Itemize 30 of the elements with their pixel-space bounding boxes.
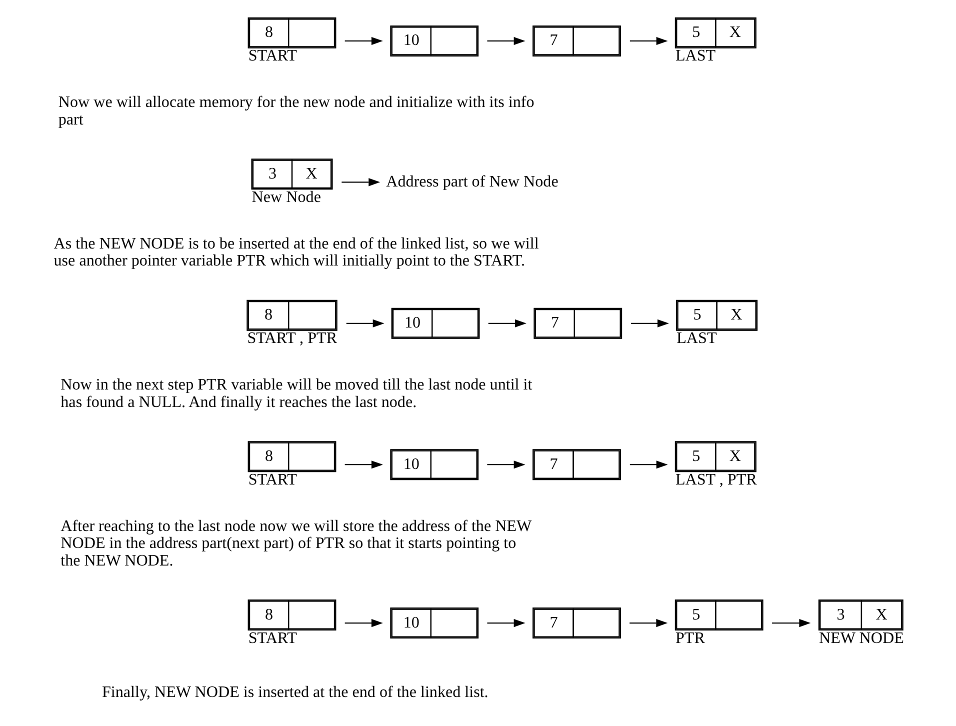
node-label: LAST , PTR (675, 471, 757, 488)
arrow (630, 36, 668, 45)
node-label: LAST (675, 48, 716, 65)
node-label: New Node (252, 188, 321, 206)
label: As the NEW NODE is to be inserted at the end of the linked list, so we will use another pointer variable PTR which will initially point to the START. (54, 235, 539, 270)
arrow (487, 460, 526, 469)
node-label: START (248, 471, 298, 488)
arrow (630, 460, 668, 469)
node-text: Address part of New Node (386, 173, 558, 190)
node-label: LAST (676, 330, 717, 348)
node-label: PTR (675, 630, 705, 647)
arrow (631, 319, 669, 328)
label: After reaching to the last node now we will store the address of the NEW NODE in the address part(next part) of PTR so that it starts pointing to the NEW NODE. (60, 518, 532, 570)
node-label: START (248, 630, 298, 647)
label: Now we will allocate memory for the new node and initialize with its info part (58, 94, 534, 128)
arrow (488, 319, 526, 328)
arrow (344, 619, 383, 628)
arrow (487, 36, 526, 45)
arrow (487, 619, 526, 628)
arrow (772, 619, 811, 628)
node-label: NEW NODE (818, 630, 904, 647)
arrow (344, 36, 383, 45)
arrow (346, 319, 384, 328)
label: Finally, NEW NODE is inserted at the end of the linked list. (102, 684, 488, 701)
label: Now in the next step PTR variable will be moved till the last node until it has found a NULL. And finally it reaches the last node. (60, 376, 532, 411)
node-label: START (248, 48, 298, 65)
arrow (630, 619, 668, 628)
arrow (342, 178, 380, 186)
node-label: START , PTR (247, 330, 338, 348)
arrow (344, 460, 383, 469)
